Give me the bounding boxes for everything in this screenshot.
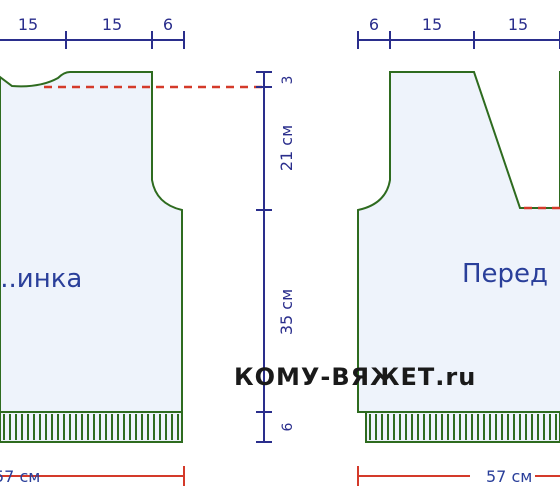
back-width-label: 57 см (0, 467, 40, 486)
vertical-dimension: 3 21 см 35 см 6 (256, 71, 296, 443)
front-top-dimension: 6 15 15 (357, 15, 560, 49)
front-top-dim-3: 15 (508, 15, 528, 34)
back-top-dim-3: 6 (163, 15, 173, 34)
front-width-dimension: 57 см (357, 466, 560, 486)
ribbing-band (0, 411, 183, 443)
back-ribbing (0, 411, 183, 443)
watermark: КОМУ-ВЯЖЕТ.ru (234, 363, 476, 391)
back-top-dim-1: 15 (18, 15, 38, 34)
front-ribbing (365, 411, 560, 443)
back-piece: ...инка (0, 71, 183, 443)
vertical-dim-shoulder: 3 (280, 76, 296, 85)
vertical-dim-body: 35 см (277, 289, 296, 335)
front-piece-label: Перед (462, 259, 548, 289)
front-piece: Перед (357, 71, 560, 443)
front-top-dim-1: 6 (369, 15, 379, 34)
vertical-dim-armhole: 21 см (277, 125, 296, 171)
back-piece-label: ...инка (0, 264, 82, 294)
back-top-dim-2: 15 (102, 15, 122, 34)
back-width-dimension: 57 см (0, 466, 185, 486)
back-outline (0, 71, 183, 413)
front-top-dim-2: 15 (422, 15, 442, 34)
back-top-dimension: 15 15 6 (0, 15, 185, 49)
front-width-label: 57 см (486, 467, 532, 486)
vertical-dim-ribbing: 6 (280, 422, 296, 431)
ribbing-band (365, 411, 560, 443)
front-outline (357, 71, 560, 413)
